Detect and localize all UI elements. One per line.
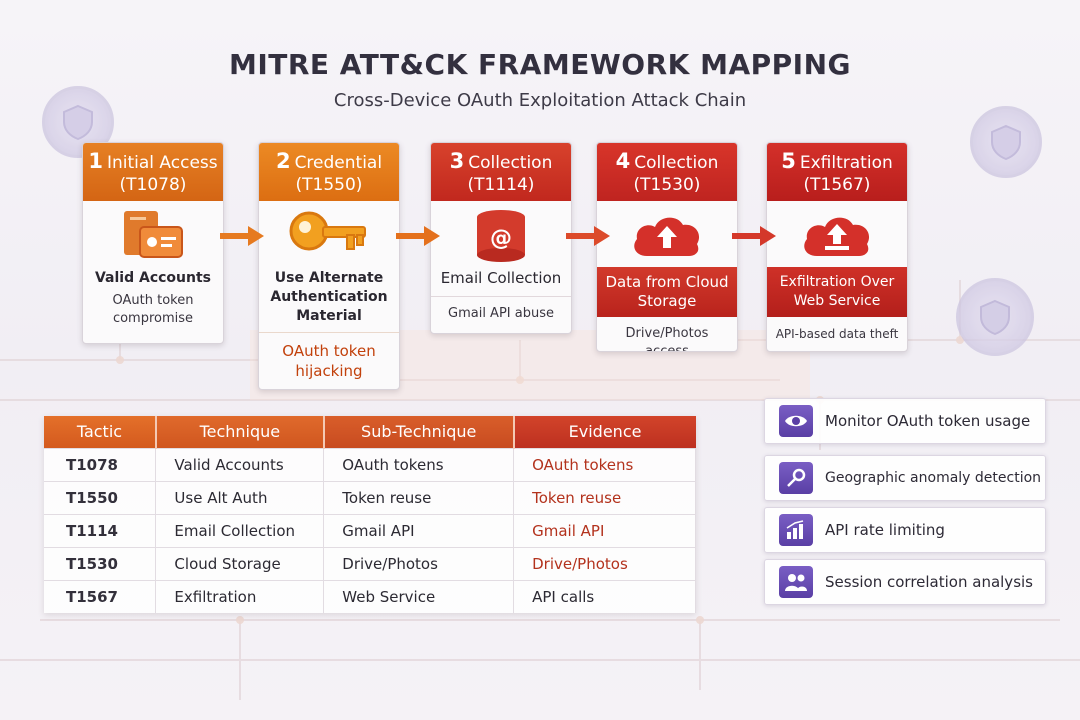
svg-text:@: @: [490, 226, 512, 251]
cell-tactic: T1530: [44, 546, 157, 580]
cell-evidence: Gmail API: [513, 513, 696, 547]
step-description: API-based data theft: [775, 327, 899, 341]
step-description: Drive/Photos access: [625, 326, 709, 352]
step-technique-id: (T1078): [119, 175, 187, 195]
step-number: 1: [88, 149, 103, 173]
mitigation-label: Geographic anomaly detection: [825, 470, 1042, 486]
step-technique-id: (T1530): [633, 175, 701, 195]
cell-technique: Use Alt Auth: [155, 480, 325, 514]
cell-evidence: Token reuse: [513, 480, 696, 514]
cell-tactic: T1114: [44, 513, 157, 547]
users-icon: [779, 566, 813, 598]
id-card-icon: [83, 201, 223, 269]
step-description: OAuth token hijacking: [259, 332, 399, 389]
shield-icon: [956, 278, 1034, 356]
key-icon: [259, 201, 399, 269]
mapping-table: Tactic Technique Sub-Technique Evidence …: [44, 416, 696, 613]
cell-sub-technique: Drive/Photos: [323, 546, 515, 580]
step-technique-id: (T1550): [295, 175, 363, 195]
page-title: MITRE ATT&CK FRAMEWORK MAPPING: [228, 48, 852, 81]
step-tactic: Credential: [294, 153, 383, 173]
cell-sub-technique: Gmail API: [323, 513, 515, 547]
table-row: T1530 Cloud Storage Drive/Photos Drive/P…: [44, 546, 696, 580]
cell-technique: Valid Accounts: [155, 447, 325, 481]
cell-evidence: Drive/Photos: [513, 546, 696, 580]
cell-tactic: T1567: [44, 579, 157, 613]
step-description: OAuth token compromise: [112, 293, 194, 326]
cloud-upload-icon: [597, 201, 737, 267]
step-number: 3: [449, 149, 465, 173]
table-row: T1567 Exfiltration Web Service API calls: [44, 579, 696, 613]
cell-tactic: T1550: [44, 480, 157, 514]
cell-technique: Email Collection: [155, 513, 325, 547]
cell-tactic: T1078: [44, 447, 157, 481]
table-row: T1114 Email Collection Gmail API Gmail A…: [44, 513, 696, 547]
step-technique-name: Data from Cloud Storage: [605, 273, 729, 310]
email-icon: @: [431, 201, 571, 269]
page-subtitle: Cross-Device OAuth Exploitation Attack C…: [333, 90, 747, 111]
header-evidence: Evidence: [513, 416, 696, 448]
cell-sub-technique: OAuth tokens: [323, 447, 515, 481]
step-number: 2: [275, 149, 291, 173]
cell-sub-technique: Web Service: [323, 579, 515, 613]
step-technique-id: (T1114): [467, 175, 535, 195]
eye-icon: [779, 405, 813, 437]
table-header-row: Tactic Technique Sub-Technique Evidence: [44, 416, 696, 448]
step-technique-name: Valid Accounts: [94, 270, 212, 286]
step-technique-id: (T1567): [803, 175, 871, 195]
cell-technique: Exfiltration: [155, 579, 325, 613]
flow-arrow-icon: [566, 226, 610, 246]
step-number: 5: [781, 149, 796, 173]
shield-icon: [970, 106, 1042, 178]
cloud-exfil-icon: [767, 201, 907, 267]
step-tactic: Collection: [468, 153, 553, 173]
mitigation-rate-limit[interactable]: API rate limiting: [764, 507, 1046, 553]
step-technique-name: Email Collection: [440, 269, 562, 287]
table-row: T1550 Use Alt Auth Token reuse Token reu…: [44, 480, 696, 514]
flow-arrow-icon: [732, 226, 776, 246]
mitigation-label: Session correlation analysis: [825, 573, 1033, 591]
bar-chart-icon: [779, 514, 813, 546]
step-tactic: Exfiltration: [799, 153, 893, 173]
step-technique-name: Use Alternate Authentication Material: [270, 270, 388, 324]
step-tactic: Initial Access: [106, 153, 218, 173]
cell-technique: Cloud Storage: [155, 546, 325, 580]
step-description: Gmail API abuse: [431, 296, 571, 331]
step-name-band: Data from Cloud Storage: [597, 267, 737, 317]
mitigation-label: Monitor OAuth token usage: [825, 412, 1031, 430]
step-tactic: Collection: [634, 153, 719, 173]
step-number: 4: [615, 149, 631, 173]
cell-evidence: API calls: [513, 579, 696, 613]
flow-arrow-icon: [396, 226, 440, 246]
flow-arrow-icon: [220, 226, 264, 246]
mitigation-monitor-oauth[interactable]: Monitor OAuth token usage: [764, 398, 1046, 444]
mitigation-label: API rate limiting: [825, 521, 945, 539]
cell-evidence: OAuth tokens: [513, 447, 696, 481]
header-technique: Technique: [155, 416, 325, 448]
table-row: T1078 Valid Accounts OAuth tokens OAuth …: [44, 447, 696, 481]
step-name-band: Exfiltration Over Web Service: [767, 267, 907, 317]
cell-sub-technique: Token reuse: [323, 480, 515, 514]
header-sub-technique: Sub-Technique: [323, 416, 515, 448]
mitigation-geo-anomaly[interactable]: Geographic anomaly detection: [764, 455, 1046, 501]
shield-icon: [42, 86, 114, 158]
mitigation-session-correlation[interactable]: Session correlation analysis: [764, 559, 1046, 605]
step-technique-name: Exfiltration Over Web Service: [779, 274, 895, 309]
location-key-icon: [779, 462, 813, 494]
header-tactic: Tactic: [44, 416, 157, 448]
